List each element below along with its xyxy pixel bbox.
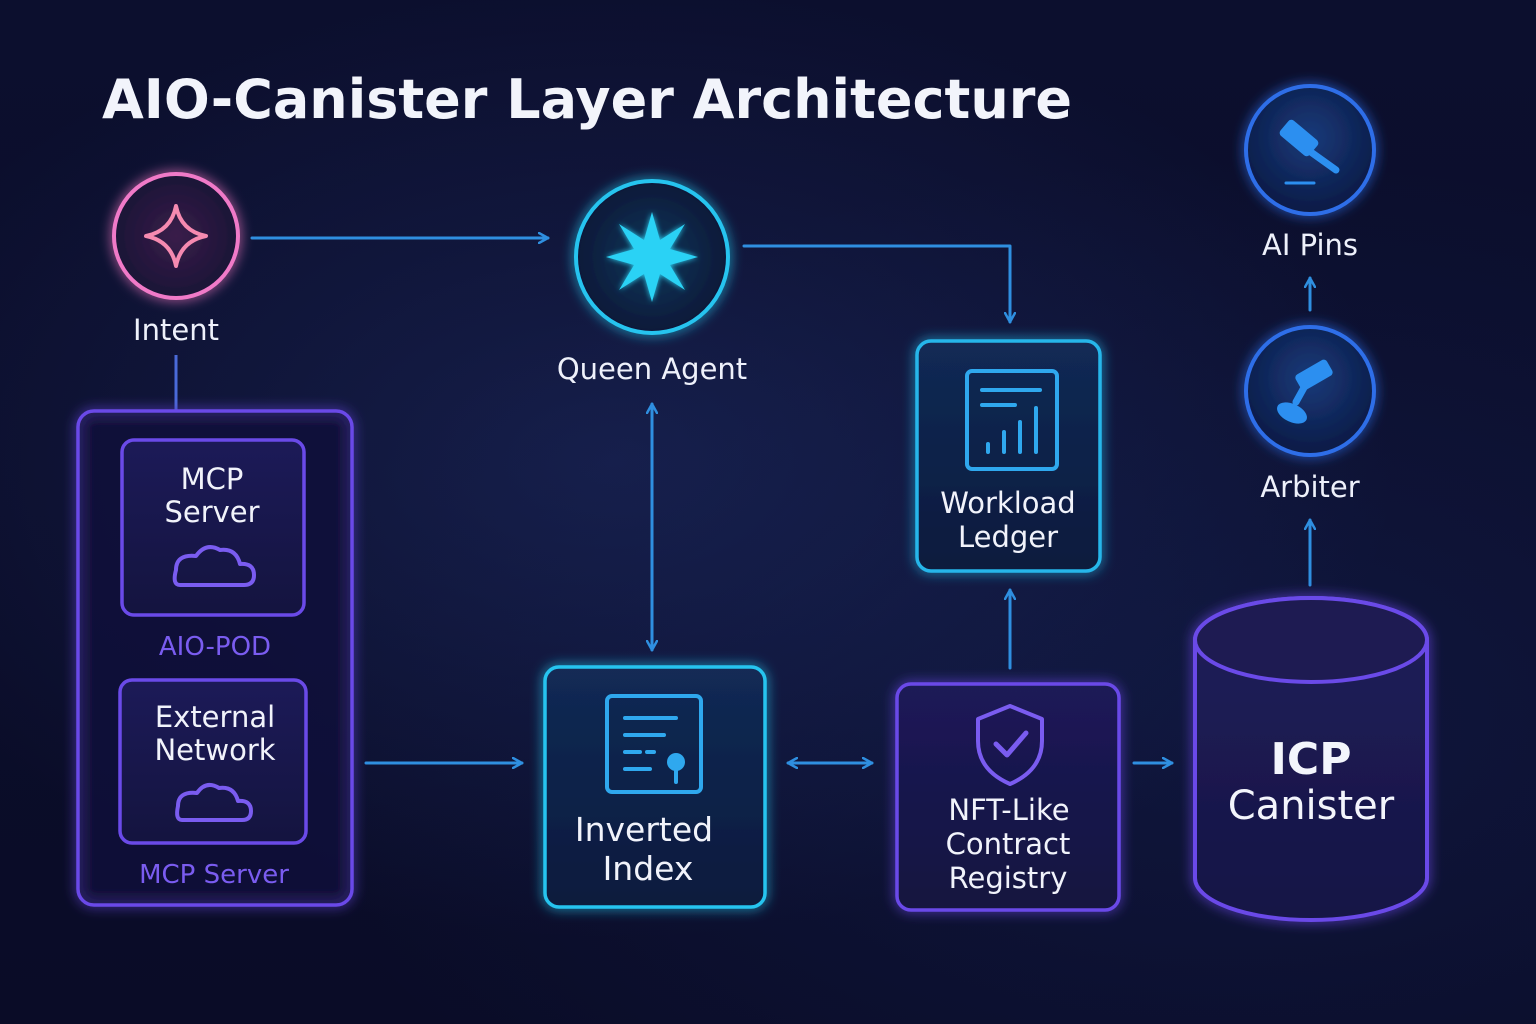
mcp-server-label: MCP Server	[139, 860, 289, 890]
arbiter-label: Arbiter	[1260, 470, 1359, 504]
icp-canister-line1: ICP	[1271, 734, 1352, 785]
arrow-queen-to-ledger	[742, 244, 1010, 324]
star-burst-icon	[606, 212, 698, 302]
mcp-server-line2: Server	[164, 495, 259, 529]
intent-node: Intent	[112, 172, 240, 347]
queen-agent-node: Queen Agent	[557, 179, 747, 386]
inverted-index-node: Inverted Index	[543, 665, 767, 909]
cloud-icon	[175, 782, 253, 822]
ai-pins-label: AI Pins	[1262, 228, 1358, 262]
mcp-server-box: MCP Server	[120, 438, 306, 617]
chart-report-icon	[965, 369, 1059, 471]
workload-ledger-line1: Workload	[940, 486, 1075, 520]
icp-canister-line2: Canister	[1228, 783, 1395, 829]
sparkle-icon	[144, 204, 208, 268]
nft-registry-node: NFT-Like Contract Registry	[895, 682, 1121, 912]
arbiter-node: Arbiter	[1244, 325, 1376, 504]
nft-registry-line1: NFT-Like	[948, 793, 1069, 827]
nft-registry-line2: Contract	[946, 827, 1071, 861]
aio-pod-label: AIO-POD	[159, 632, 271, 662]
inverted-index-line2: Index	[603, 849, 694, 888]
connectors	[174, 238, 1310, 763]
intent-label: Intent	[133, 313, 219, 347]
inverted-index-line1: Inverted	[575, 810, 713, 849]
gavel-icon	[1279, 119, 1340, 185]
external-network-box: External Network	[118, 678, 308, 845]
page-title: AIO-Canister Layer Architecture	[102, 68, 1072, 131]
queen-agent-label: Queen Agent	[557, 352, 747, 386]
ai-pins-node: AI Pins	[1244, 84, 1376, 262]
aio-pod-container: MCP Server AIO-POD External Network MCP …	[76, 409, 354, 907]
external-network-line1: External	[155, 700, 275, 734]
external-network-line2: Network	[154, 733, 275, 767]
certificate-document-icon	[605, 694, 703, 794]
cloud-icon	[172, 545, 256, 587]
gavel-tilted-icon	[1277, 359, 1333, 424]
shield-check-icon	[976, 704, 1044, 786]
workload-ledger-line2: Ledger	[958, 520, 1058, 554]
mcp-server-line1: MCP	[181, 462, 244, 496]
workload-ledger-node: Workload Ledger	[915, 339, 1102, 573]
icp-canister-node: ICP Canister	[1193, 596, 1429, 922]
nft-registry-line3: Registry	[949, 861, 1068, 895]
